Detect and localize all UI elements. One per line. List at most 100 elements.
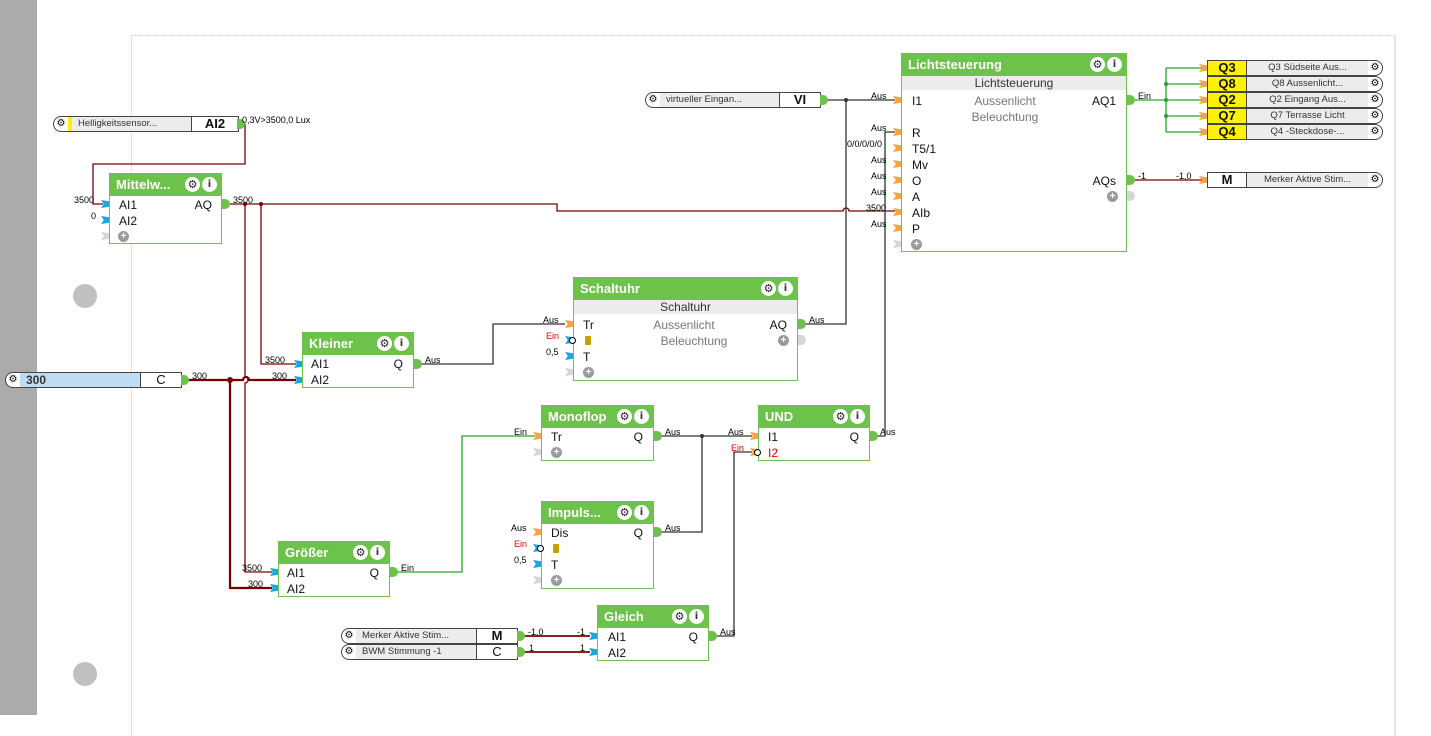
gear-icon[interactable]: ⚙ [833,409,848,424]
input-pin[interactable] [1199,176,1207,184]
gear-icon[interactable]: ⚙ [1090,57,1105,72]
input-pin[interactable] [565,368,573,376]
input-pin[interactable] [893,176,901,184]
scroll-marker-dot[interactable] [73,284,97,308]
constant-value[interactable]: 300 [20,373,140,387]
input-pin[interactable] [101,232,109,240]
input-pin[interactable] [893,208,901,216]
output-pin[interactable] [414,359,422,369]
gear-icon[interactable]: ⚙ [377,336,392,351]
info-icon[interactable]: i [850,409,865,424]
gear-icon[interactable]: ⚙ [8,374,18,385]
output-pin[interactable] [517,631,525,641]
output-pin[interactable] [237,119,245,129]
input-pin[interactable] [589,648,597,656]
monoflop-block[interactable]: Monoflop ⚙i Tr Q + [541,405,654,461]
info-icon[interactable]: i [778,281,793,296]
input-pin[interactable] [893,160,901,168]
gear-icon[interactable]: ⚙ [1370,126,1380,137]
info-icon[interactable]: i [1107,57,1122,72]
gear-icon[interactable]: ⚙ [1370,62,1380,73]
output-q8[interactable]: Q8 Q8 Aussenlicht... ⚙ [1207,76,1383,92]
output-pin[interactable] [517,647,525,657]
und-block[interactable]: UND ⚙i I1 I2 Q [758,405,870,461]
gear-icon[interactable]: ⚙ [1370,110,1380,121]
gear-icon[interactable]: ⚙ [617,409,632,424]
gear-icon[interactable]: ⚙ [56,118,66,129]
input-pin[interactable] [533,560,541,568]
gear-icon[interactable]: ⚙ [344,630,354,641]
input-pin[interactable] [101,200,109,208]
info-icon[interactable]: i [394,336,409,351]
input-pin[interactable] [533,528,541,536]
info-icon[interactable]: i [634,505,649,520]
gear-icon[interactable]: ⚙ [353,545,368,560]
gear-icon[interactable]: ⚙ [648,94,658,105]
input-pin[interactable] [294,376,302,384]
input-pin[interactable] [1199,112,1207,120]
input-pin[interactable] [533,576,541,584]
input-pin[interactable] [1199,64,1207,72]
input-pin[interactable] [750,432,758,440]
input-pin[interactable] [1199,96,1207,104]
bwm-input-block[interactable]: ⚙ BWM Stimmung -1 C [341,644,518,660]
gear-icon[interactable]: ⚙ [1370,174,1380,185]
gear-icon[interactable]: ⚙ [185,177,200,192]
input-pin[interactable] [893,144,901,152]
add-output-icon[interactable]: + [1107,191,1118,202]
input-pin[interactable] [1199,80,1207,88]
input-pin[interactable] [270,584,278,592]
input-pin[interactable] [294,360,302,368]
sensor-input-block[interactable]: ⚙ Helligkeitssensor... AI2 [53,116,239,132]
output-pin[interactable] [654,431,662,441]
gleich-block[interactable]: Gleich ⚙i AI1 AI2 Q [597,605,709,661]
output-q7[interactable]: Q7 Q7 Terrasse Licht ⚙ [1207,108,1383,124]
input-pin[interactable] [270,568,278,576]
add-output-icon[interactable]: + [778,335,789,346]
info-icon[interactable]: i [202,177,217,192]
output-pin[interactable] [181,375,189,385]
virtual-input-block[interactable]: ⚙ virtueller Eingan... VI [645,92,821,108]
lichtsteuerung-block[interactable]: Lichtsteuerung ⚙i Lichtsteuerung Aussenl… [901,53,1127,252]
output-pin[interactable] [1127,175,1135,185]
add-input-icon[interactable]: + [118,231,129,242]
output-pin[interactable] [798,319,806,329]
output-q2[interactable]: Q2 Q2 Eingang Aus... ⚙ [1207,92,1383,108]
output-q4[interactable]: Q4 Q4 -Steckdose-... ⚙ [1207,124,1383,140]
scroll-marker-dot[interactable] [73,662,97,686]
input-pin[interactable] [893,240,901,248]
input-pin[interactable] [101,216,109,224]
output-pin[interactable] [820,95,828,105]
add-input-icon[interactable]: + [551,575,562,586]
add-input-icon[interactable]: + [911,239,922,250]
output-pin[interactable] [870,431,878,441]
mittelwert-block[interactable]: Mittelw... ⚙i AI1 AI2 AQ + [109,173,222,244]
add-input-icon[interactable]: + [583,367,594,378]
constant-input-block[interactable]: ⚙ 300 C [5,372,182,388]
input-pin[interactable] [589,632,597,640]
gear-icon[interactable]: ⚙ [672,609,687,624]
impuls-block[interactable]: Impuls... ⚙i Dis T Q + [541,501,654,589]
output-q3[interactable]: Q3 Q3 Südseite Aus... ⚙ [1207,60,1383,76]
output-pin[interactable] [1127,95,1135,105]
output-pin[interactable] [654,527,662,537]
gear-icon[interactable]: ⚙ [761,281,776,296]
merker-input-block[interactable]: ⚙ Merker Aktive Stim... M [341,628,518,644]
input-pin[interactable] [893,128,901,136]
gear-icon[interactable]: ⚙ [344,646,354,657]
gear-icon[interactable]: ⚙ [1370,94,1380,105]
output-pin[interactable] [1127,191,1135,201]
input-pin[interactable] [533,448,541,456]
gear-icon[interactable]: ⚙ [1370,78,1380,89]
input-pin[interactable] [533,432,541,440]
info-icon[interactable]: i [370,545,385,560]
input-pin[interactable] [1199,128,1207,136]
groesser-block[interactable]: Größer ⚙i AI1 AI2 Q [278,541,390,597]
kleiner-block[interactable]: Kleiner ⚙i AI1 AI2 Q [302,332,414,388]
input-pin[interactable] [893,192,901,200]
gear-icon[interactable]: ⚙ [617,505,632,520]
output-pin[interactable] [709,631,717,641]
input-pin[interactable] [893,96,901,104]
output-pin[interactable] [798,335,806,345]
input-pin[interactable] [565,320,573,328]
